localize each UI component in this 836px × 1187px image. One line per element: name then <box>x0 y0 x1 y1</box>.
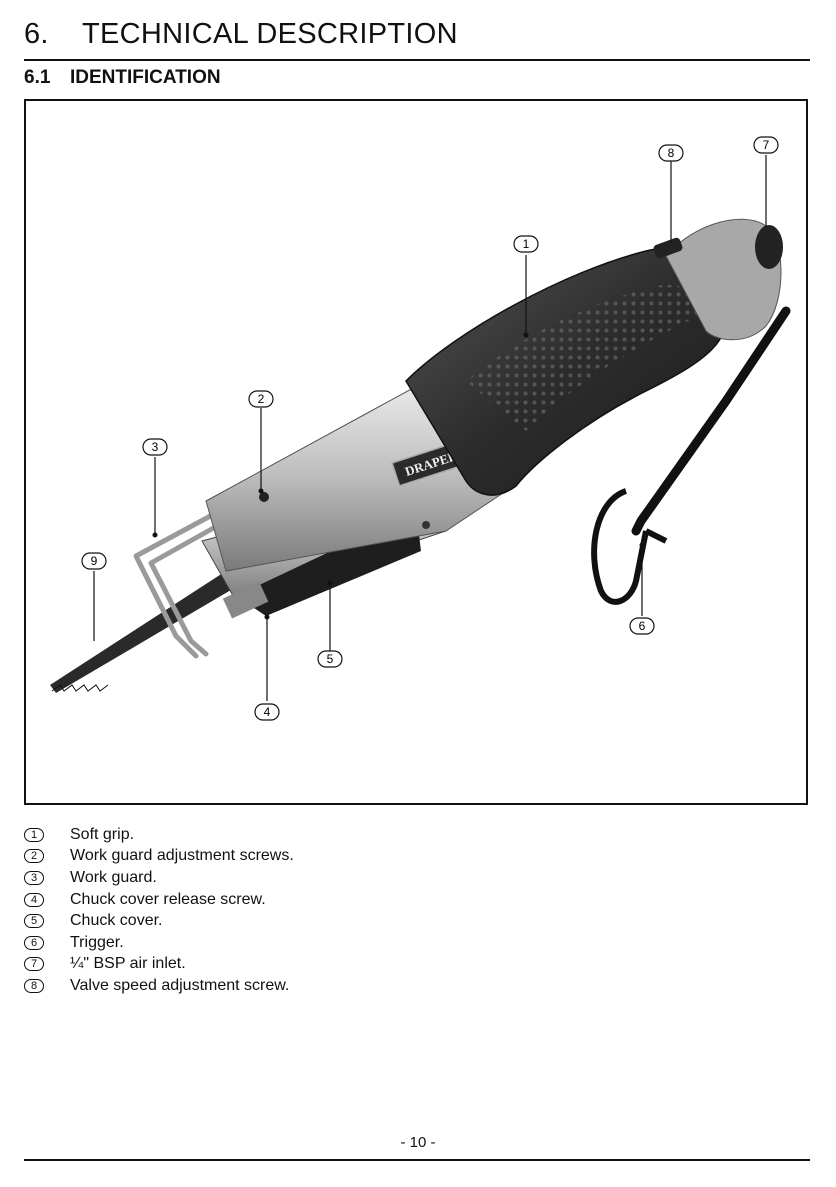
callout-9: 9 <box>82 553 106 569</box>
callout-1: 1 <box>514 236 538 252</box>
legend-text: ¼" BSP air inlet. <box>70 955 186 973</box>
subsection-number: 6.1 <box>24 67 70 89</box>
svg-text:6: 6 <box>639 619 646 633</box>
callout-3: 3 <box>143 439 167 455</box>
callout-4: 4 <box>255 704 279 720</box>
legend-text: Valve speed adjustment screw. <box>70 977 289 995</box>
page-number: - 10 - <box>0 1134 836 1151</box>
legend-item: 4 Chuck cover release screw. <box>24 889 294 911</box>
legend-number: 6 <box>24 936 44 950</box>
legend-item: 8 Valve speed adjustment screw. <box>24 975 294 997</box>
legend-number: 2 <box>24 849 44 863</box>
section-title: TECHNICAL DESCRIPTION <box>82 18 458 50</box>
svg-text:9: 9 <box>91 554 98 568</box>
callout-7: 7 <box>754 137 778 153</box>
air-inlet <box>755 225 783 269</box>
svg-text:2: 2 <box>258 392 265 406</box>
callout-5: 5 <box>318 651 342 667</box>
svg-text:4: 4 <box>264 705 271 719</box>
legend-item: 2 Work guard adjustment screws. <box>24 846 294 868</box>
air-saw-illustration: DRAPER <box>26 101 806 803</box>
legend-item: 1 Soft grip. <box>24 824 294 846</box>
legend-item: 5 Chuck cover. <box>24 910 294 932</box>
section-number: 6. <box>24 18 82 51</box>
legend-number: 7 <box>24 957 44 971</box>
legend-number: 8 <box>24 979 44 993</box>
legend-number: 3 <box>24 871 44 885</box>
callout-8: 8 <box>659 145 683 161</box>
saw-blade <box>50 571 236 693</box>
legend-text: Chuck cover. <box>70 912 162 930</box>
legend-item: 3 Work guard. <box>24 867 294 889</box>
legend-item: 7 ¼" BSP air inlet. <box>24 954 294 976</box>
legend-text: Work guard. <box>70 869 157 887</box>
section-heading: 6.TECHNICAL DESCRIPTION <box>24 18 458 51</box>
legend-text: Soft grip. <box>70 826 134 844</box>
legend-text: Chuck cover release screw. <box>70 891 266 909</box>
parts-legend: 1 Soft grip. 2 Work guard adjustment screw… <box>24 824 294 997</box>
top-rule <box>24 59 810 61</box>
soft-grip <box>406 248 727 495</box>
legend-number: 5 <box>24 914 44 928</box>
bottom-rule <box>24 1159 810 1161</box>
legend-text: Work guard adjustment screws. <box>70 847 294 865</box>
callout-2: 2 <box>249 391 273 407</box>
legend-number: 1 <box>24 828 44 842</box>
legend-text: Trigger. <box>70 934 124 952</box>
svg-text:3: 3 <box>152 440 159 454</box>
callout-6: 6 <box>630 618 654 634</box>
subsection-title: IDENTIFICATION <box>70 67 221 88</box>
svg-text:5: 5 <box>327 652 334 666</box>
identification-figure: DRAPER <box>24 99 808 805</box>
legend-item: 6 Trigger. <box>24 932 294 954</box>
svg-text:1: 1 <box>523 237 530 251</box>
legend-number: 4 <box>24 893 44 907</box>
svg-text:8: 8 <box>668 146 675 160</box>
svg-text:7: 7 <box>763 138 770 152</box>
